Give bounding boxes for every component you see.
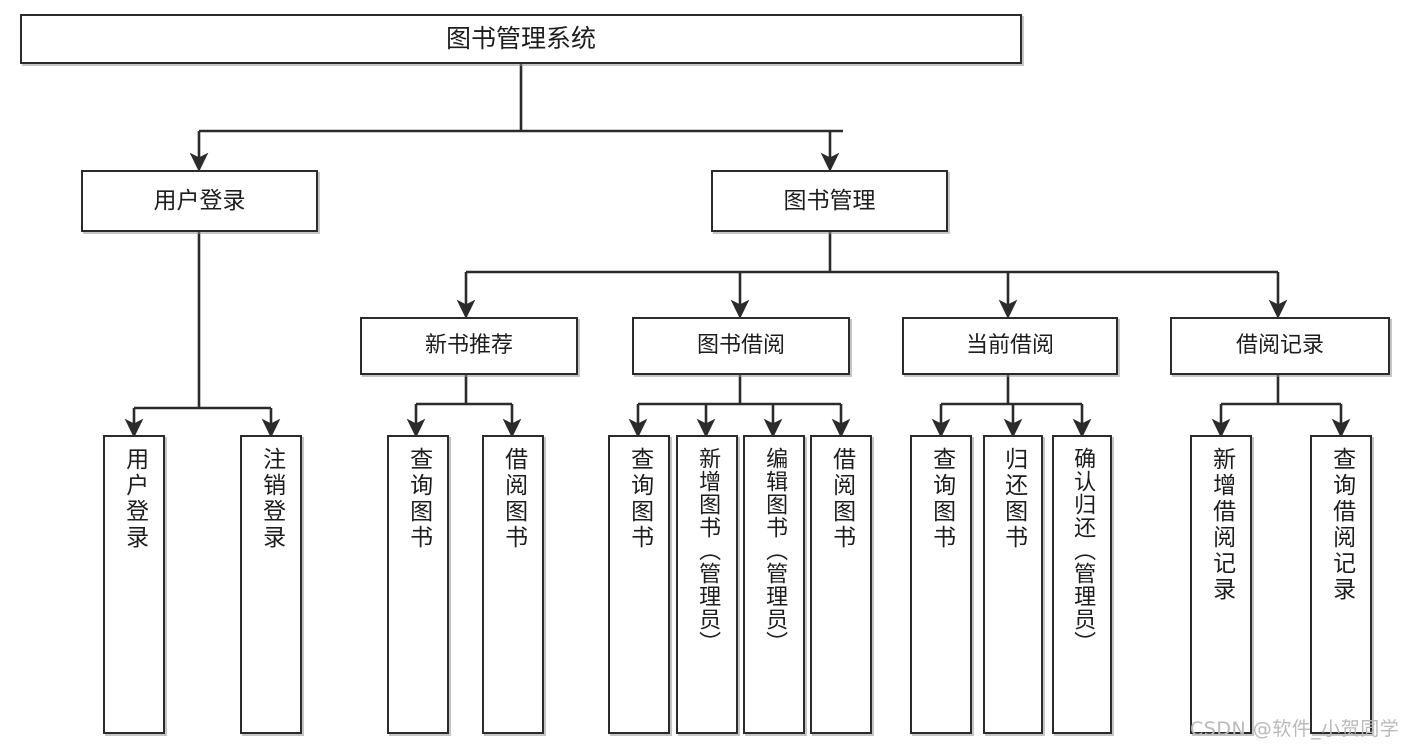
edge-group-new-book-rec xyxy=(406,375,522,438)
edge-group-current-borrow xyxy=(931,375,1092,438)
node-root-label: 图书管理系统 xyxy=(445,23,596,53)
node-leaf-borrow-book-2-label: 借阅图书 xyxy=(828,447,855,551)
node-leaf-return-book[interactable]: 归还图书 xyxy=(983,435,1043,734)
node-leaf-edit-book-label: 编辑图书（管理员） xyxy=(762,447,788,654)
node-leaf-user-logout[interactable]: 注销登录 xyxy=(240,435,302,734)
node-leaf-borrow-book-1[interactable]: 借阅图书 xyxy=(482,435,544,734)
node-leaf-borrow-book-1-label: 借阅图书 xyxy=(500,447,527,551)
node-leaf-return-book-label: 归还图书 xyxy=(1000,447,1027,551)
node-new-book-rec[interactable]: 新书推荐 xyxy=(360,317,578,375)
node-leaf-query-book-2[interactable]: 查询图书 xyxy=(608,435,670,734)
node-borrow-record-label: 借阅记录 xyxy=(1235,333,1324,359)
node-leaf-query-book-2-label: 查询图书 xyxy=(626,447,653,551)
node-leaf-query-record-label: 查询借阅记录 xyxy=(1328,447,1355,603)
edge-group-book-manage xyxy=(456,232,1288,319)
node-leaf-query-record[interactable]: 查询借阅记录 xyxy=(1310,435,1372,734)
node-leaf-confirm-return-label: 确认归还（管理员） xyxy=(1070,447,1096,654)
node-leaf-user-login[interactable]: 用户登录 xyxy=(103,435,165,734)
node-leaf-edit-book[interactable]: 编辑图书（管理员） xyxy=(743,435,805,734)
node-root[interactable]: 图书管理系统 xyxy=(20,14,1022,64)
node-current-borrow[interactable]: 当前借阅 xyxy=(902,317,1118,375)
edge-group-borrow-record xyxy=(1211,375,1351,438)
node-leaf-query-book-1-label: 查询图书 xyxy=(405,447,432,551)
node-leaf-user-login-label: 用户登录 xyxy=(121,447,148,551)
node-leaf-query-book-1[interactable]: 查询图书 xyxy=(387,435,449,734)
node-borrow-record[interactable]: 借阅记录 xyxy=(1170,317,1390,375)
node-book-borrow[interactable]: 图书借阅 xyxy=(632,317,850,375)
node-leaf-confirm-return[interactable]: 确认归还（管理员） xyxy=(1052,435,1112,734)
node-new-book-rec-label: 新书推荐 xyxy=(424,333,513,359)
node-leaf-query-book-3-label: 查询图书 xyxy=(928,447,955,551)
node-book-borrow-label: 图书借阅 xyxy=(696,333,785,359)
node-leaf-query-book-3[interactable]: 查询图书 xyxy=(910,435,972,734)
edge-group-user-login xyxy=(124,232,281,438)
node-leaf-add-record[interactable]: 新增借阅记录 xyxy=(1190,435,1252,734)
edge-group-book-borrow xyxy=(628,375,851,438)
node-user-login-label: 用户登录 xyxy=(153,187,246,214)
node-leaf-user-logout-label: 注销登录 xyxy=(258,447,285,551)
csdn-watermark: CSDN @软件_小贺同学 xyxy=(1190,718,1400,740)
node-book-manage-label: 图书管理 xyxy=(783,187,876,214)
edge-group-root xyxy=(189,64,843,172)
node-leaf-add-book[interactable]: 新增图书（管理员） xyxy=(676,435,738,734)
node-leaf-add-record-label: 新增借阅记录 xyxy=(1208,447,1235,603)
node-user-login[interactable]: 用户登录 xyxy=(81,170,318,232)
node-current-borrow-label: 当前借阅 xyxy=(965,333,1054,359)
node-leaf-borrow-book-2[interactable]: 借阅图书 xyxy=(810,435,872,734)
node-leaf-add-book-label: 新增图书（管理员） xyxy=(695,447,721,654)
node-book-manage[interactable]: 图书管理 xyxy=(711,170,948,232)
